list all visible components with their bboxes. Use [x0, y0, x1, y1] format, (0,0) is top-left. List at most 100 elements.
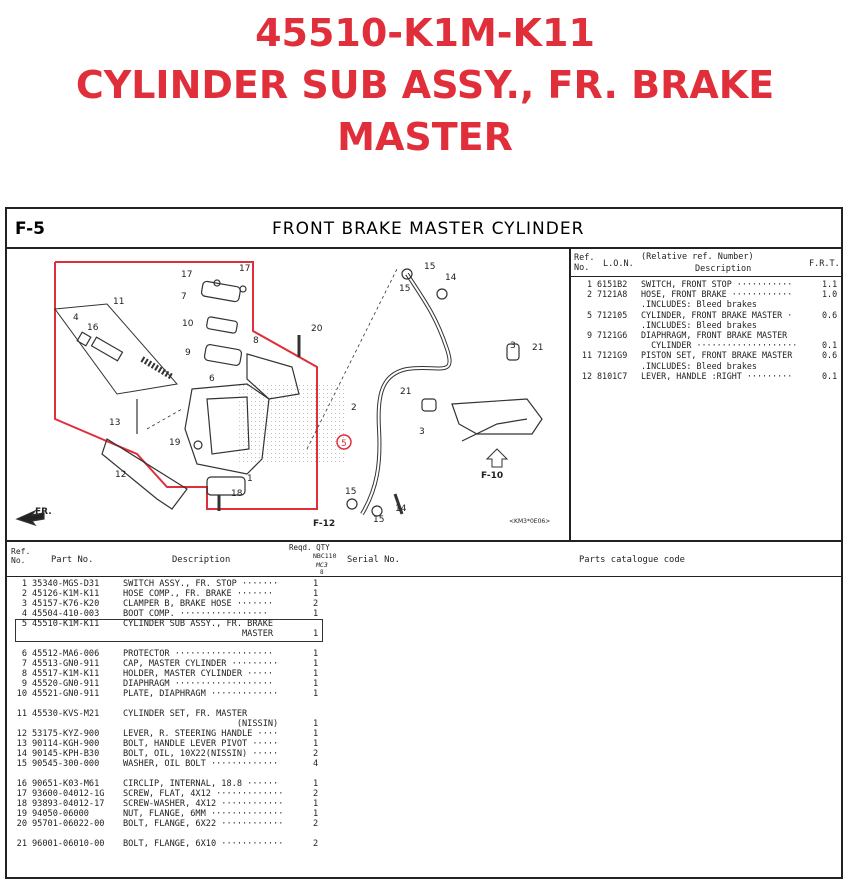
callout: 15 [373, 515, 384, 525]
drawing-code: <KM3*0E06> [509, 518, 550, 525]
callout: 21 [400, 387, 411, 397]
callout: 14 [445, 273, 457, 283]
part-qty-cell: 1 [313, 589, 319, 599]
part-description-cell: CYLINDER SET, FR. MASTER [123, 709, 248, 719]
part-ref-cell: 11 [16, 709, 27, 719]
part-qty-cell: 1 [313, 719, 319, 729]
part-qty-cell: 1 [313, 689, 319, 699]
part-row: 9 45520-GN0-911 DIAPHRAGM ················… [13, 679, 323, 689]
part-row: 11 45530-KVS-M21 CYLINDER SET, FR. MASTER [13, 709, 323, 719]
part-qty-cell: 1 [313, 679, 319, 689]
part-number-cell: 45126-K1M-K11 [32, 589, 100, 599]
part-number-cell: 45520-GN0-911 [32, 679, 100, 689]
description-cell: CYLINDER, FRONT BRAKE MASTER · [641, 309, 793, 320]
header-part-name-line2: MASTER [337, 115, 513, 159]
part-number-cell: 95701-06022-00 [32, 819, 105, 829]
part-qty-cell: 1 [313, 779, 319, 789]
part-number-cell: 53175-KYZ-900 [32, 729, 100, 739]
callout: 17 [239, 264, 250, 274]
part-ref-cell: 9 [21, 679, 27, 689]
part-ref-cell: 12 [16, 729, 27, 739]
callout: 15 [345, 487, 356, 497]
frt-cell: 1.0 [822, 289, 838, 300]
callout-5-highlight [336, 434, 352, 450]
part-description-cell: PLATE, DIAPHRAGM ············· [123, 689, 279, 699]
divider [569, 247, 571, 540]
callout: 15 [424, 262, 435, 272]
selected-part-highlight [15, 619, 323, 642]
description-cell: PISTON SET, FRONT BRAKE MASTER [641, 350, 793, 361]
part-description-cell: DIAPHRAGM ··················· [123, 679, 274, 689]
part-number-cell: 45521-GN0-911 [32, 689, 100, 699]
part-ref-cell: 18 [16, 799, 27, 809]
part-ref-cell: 21 [16, 839, 27, 849]
part-number-cell: 94050-06000 [32, 809, 89, 819]
part-row: (NISSIN) 1 [13, 719, 323, 729]
part-qty-cell: 2 [313, 749, 319, 759]
part-ref-cell: 2 [21, 589, 27, 599]
part-qty-cell: 2 [313, 789, 319, 799]
ref-header-frt: F.R.T. [809, 259, 840, 269]
part-description-cell: CAP, MASTER CYLINDER ········· [123, 659, 279, 669]
fr-label: FR. [35, 507, 52, 517]
part-ref-cell: 17 [16, 789, 27, 799]
part-number-cell: 96001-06010-00 [32, 839, 105, 849]
part-ref-cell: 13 [16, 739, 27, 749]
part-description-cell: CLAMPER B, BRAKE HOSE ······· [123, 599, 274, 609]
lon-cell: 7121G6 [597, 330, 628, 340]
diagram-callouts: 17 17 7 11 10 4 16 9 8 20 6 13 19 12 1 1… [35, 262, 550, 529]
part-description-cell: CYLINDER SUB ASSY., FR. BRAKE [123, 619, 274, 629]
callout: 6 [209, 374, 215, 384]
part-qty-cell: 2 [313, 599, 319, 609]
part-description-cell: SCREW-WASHER, 4X12 ············ [123, 799, 284, 809]
part-description-cell: HOLDER, MASTER CYLINDER ····· [123, 669, 274, 679]
part-description-cell: BOLT, FLANGE, 6X10 ············ [123, 839, 284, 849]
parts-header-description: Description [172, 555, 231, 565]
part-number-cell: 90145-KPH-B30 [32, 749, 100, 759]
ref-header-lon: L.O.N. [603, 259, 634, 269]
ref-table-row: .INCLUDES: Bleed brakes [570, 361, 835, 371]
callout: 12 [115, 470, 126, 480]
part-qty-cell: 2 [313, 819, 319, 829]
part-qty-cell: 4 [313, 759, 319, 769]
part-number-cell: 45530-KVS-M21 [32, 709, 100, 719]
parts-header-serial: Serial No. [347, 555, 400, 565]
part-ref-cell: 4 [21, 609, 27, 619]
part-number-cell: 90545-300-000 [32, 759, 100, 769]
callout: 10 [182, 319, 194, 329]
frt-cell: 0.6 [822, 350, 838, 361]
ref-header-desc: Description [695, 264, 752, 274]
frt-cell: 0.6 [822, 309, 838, 320]
callout: 8 [253, 336, 259, 346]
part-ref-cell: 1 [21, 579, 27, 589]
part-ref-cell: 6 [21, 649, 27, 659]
part-ref-cell: 16 [16, 779, 27, 789]
header-part-number: 45510-K1M-K11 [255, 11, 595, 55]
part-ref-cell: 3 [21, 599, 27, 609]
frt-cell: 0.1 [822, 370, 838, 381]
frt-cell: 0.1 [822, 340, 838, 351]
callout: 7 [181, 292, 187, 302]
parts-header-model2: MC3 [316, 561, 328, 569]
part-description-cell: (NISSIN) [123, 719, 279, 729]
section-code: F-5 [15, 219, 45, 239]
lon-cell: 7121A8 [597, 289, 628, 300]
ref-no-cell: 12 [581, 370, 592, 381]
ref-header-refno: Ref. No. [574, 253, 595, 273]
callout: 5 [341, 439, 347, 449]
parts-header-partno: Part No. [51, 555, 94, 565]
divider [7, 576, 841, 577]
ref-table-row: CYLINDER ···················· 0.1 [570, 340, 838, 351]
parts-header-catalogue: Parts catalogue code [579, 555, 685, 565]
part-qty-cell: 1 [313, 609, 319, 619]
description-cell: CYLINDER ···················· [641, 340, 798, 351]
part-number-cell: 45157-K76-K20 [32, 599, 100, 609]
